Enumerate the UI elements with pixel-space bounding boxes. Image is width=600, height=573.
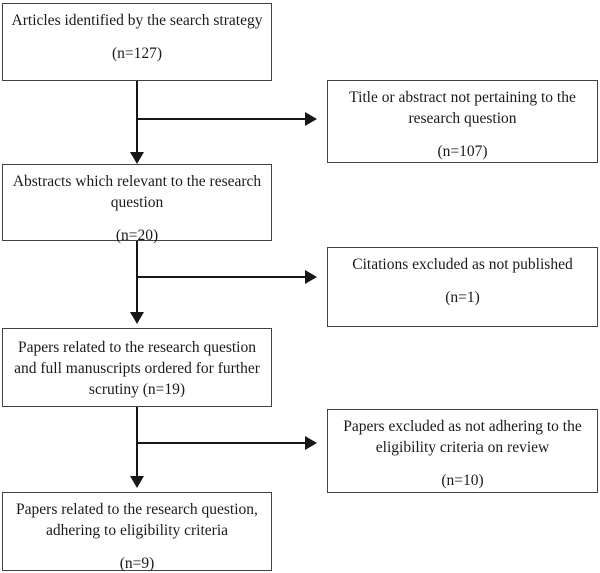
connector-line-right-3 [137, 442, 305, 444]
arrow-right-icon-1 [305, 112, 317, 126]
arrow-right-icon-3 [305, 436, 317, 450]
arrow-down-icon-2 [130, 312, 144, 324]
box-papers-scrutiny: Papers related to the research question … [2, 328, 272, 407]
box-papers-eligible: Papers related to the research question,… [2, 492, 272, 572]
box-abstracts-relevant-text: Abstracts which relevant to the research… [12, 173, 262, 211]
box-abstracts-relevant-count: (n=20) [115, 227, 159, 244]
box-excluded-eligibility-text: Papers excluded as not adhering to the e… [343, 418, 582, 456]
box-papers-scrutiny-text: Papers related to the research question … [14, 339, 260, 398]
box-excluded-not-published-text: Citations excluded as not published [352, 256, 573, 273]
box-abstracts-relevant: Abstracts which relevant to the research… [2, 164, 272, 244]
box-articles-identified: Articles identified by the search strate… [2, 3, 272, 81]
arrow-right-icon-2 [305, 270, 317, 284]
box-excluded-not-published: Citations excluded as not published (n=1… [327, 247, 598, 327]
connector-line-right-1 [137, 118, 305, 120]
connector-line-down-3 [136, 407, 138, 476]
box-excluded-title-abstract-count: (n=107) [437, 143, 488, 160]
connector-line-right-2 [137, 276, 305, 278]
box-excluded-title-abstract-text: Title or abstract not pertaining to the … [349, 89, 576, 127]
box-articles-identified-text: Articles identified by the search strate… [11, 12, 263, 29]
box-excluded-title-abstract: Title or abstract not pertaining to the … [327, 80, 598, 163]
box-papers-eligible-text: Papers related to the research question,… [16, 501, 258, 539]
box-papers-eligible-count: (n=9) [119, 555, 155, 572]
arrow-down-icon-3 [130, 476, 144, 488]
box-excluded-eligibility: Papers excluded as not adhering to the e… [327, 409, 598, 493]
box-articles-identified-count: (n=127) [111, 45, 163, 62]
connector-line-down-1 [136, 81, 138, 152]
box-excluded-not-published-count: (n=1) [445, 289, 480, 306]
arrow-down-icon-1 [130, 152, 144, 164]
box-excluded-eligibility-count: (n=10) [441, 472, 484, 489]
